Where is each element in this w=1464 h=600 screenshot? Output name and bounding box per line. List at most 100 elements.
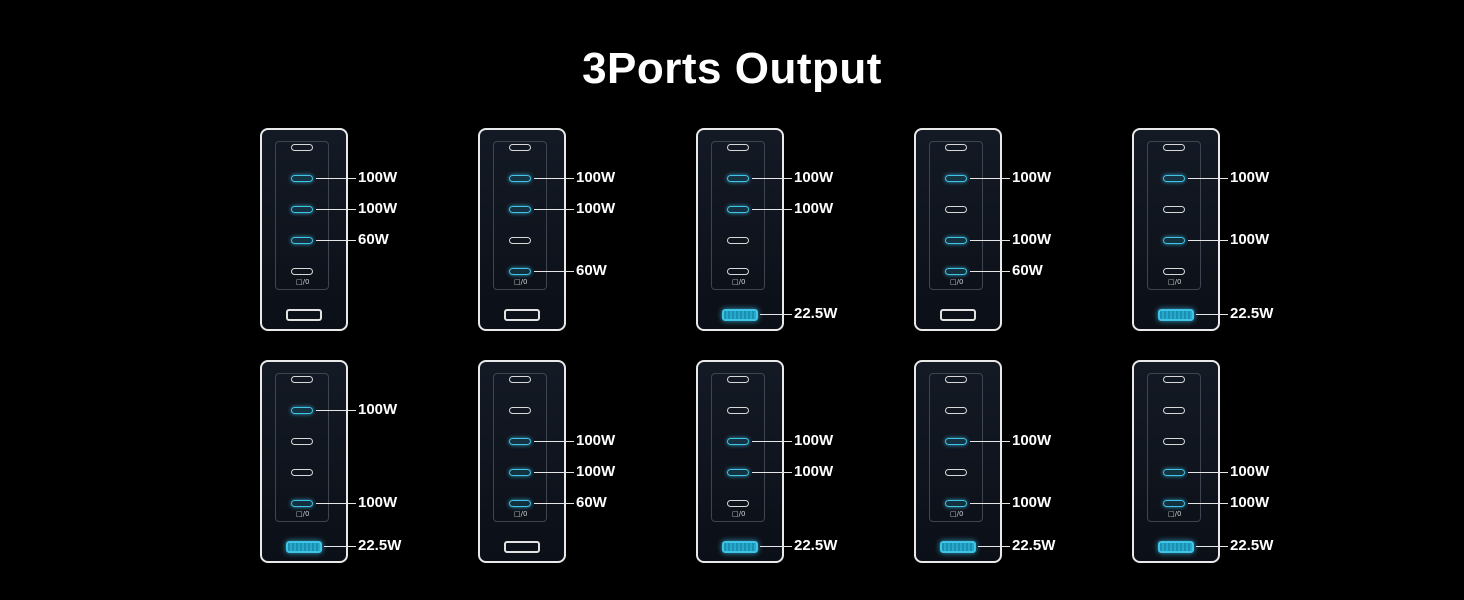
port-output-label: 100W [794,463,834,480]
usb-a-output-label: 22.5W [1012,537,1056,554]
callout-line [1188,240,1228,241]
usb-c-panel [275,373,329,522]
charger-body [260,128,348,331]
usb-c-port-icon [727,206,749,213]
callout-line [1196,546,1228,547]
usb-c-port-icon [291,268,313,275]
usb-c-panel [711,141,765,290]
usb-c-port-icon [509,175,531,182]
usb-a-port-icon [1158,309,1194,321]
port-marking: □/0 [950,278,964,286]
usb-c-port-icon [1163,438,1185,445]
port-output-label: 100W [358,169,398,186]
port-marking: □/0 [732,278,746,286]
charger-body [260,360,348,563]
callout-line [1188,472,1228,473]
usb-a-output-label: 22.5W [1230,537,1274,554]
usb-a-port-icon [940,309,976,321]
port-output-label: 100W [576,463,616,480]
page-title: 3Ports Output [582,44,882,93]
port-output-label: 100W [1012,169,1052,186]
usb-c-port-icon [945,469,967,476]
port-output-label: 100W [794,169,834,186]
callout-line [1196,314,1228,315]
usb-c-port-icon [509,407,531,414]
usb-c-port-icon [945,407,967,414]
usb-c-panel [1147,373,1201,522]
charger-body [1132,128,1220,331]
usb-a-output-label: 22.5W [1230,305,1274,322]
usb-c-port-icon [291,407,313,414]
usb-a-port-icon [722,541,758,553]
charger-body [478,128,566,331]
charger-body [1132,360,1220,563]
callout-line [760,546,792,547]
callout-line [752,209,792,210]
usb-a-port-icon [722,309,758,321]
callout-line [534,178,574,179]
usb-c-port-icon [945,268,967,275]
usb-c-panel [929,141,983,290]
charger-body [914,128,1002,331]
usb-c-port-icon [727,376,749,383]
usb-c-port-icon [945,144,967,151]
charger-body [478,360,566,563]
usb-c-port-icon [291,376,313,383]
usb-a-port-icon [504,309,540,321]
usb-c-port-icon [291,144,313,151]
usb-c-panel [1147,141,1201,290]
charger-body [696,128,784,331]
usb-c-port-icon [1163,376,1185,383]
usb-c-port-icon [945,206,967,213]
usb-c-port-icon [291,438,313,445]
port-output-label: 100W [576,432,616,449]
usb-a-output-label: 22.5W [794,537,838,554]
port-output-label: 100W [794,200,834,217]
port-output-label: 100W [358,494,398,511]
usb-a-port-icon [940,541,976,553]
charger-body [914,360,1002,563]
usb-c-port-icon [509,438,531,445]
usb-a-port-icon [1158,541,1194,553]
callout-line [970,503,1010,504]
port-marking: □/0 [514,278,528,286]
usb-c-port-icon [1163,407,1185,414]
port-output-label: 60W [576,494,607,511]
callout-line [752,472,792,473]
port-output-label: 100W [1012,432,1052,449]
usb-c-port-icon [509,500,531,507]
usb-c-port-icon [509,206,531,213]
usb-c-port-icon [1163,237,1185,244]
usb-c-port-icon [727,438,749,445]
usb-c-port-icon [945,438,967,445]
usb-c-port-icon [727,500,749,507]
usb-c-port-icon [291,500,313,507]
usb-c-panel [493,373,547,522]
usb-c-port-icon [291,206,313,213]
callout-line [970,441,1010,442]
port-output-label: 100W [1230,494,1270,511]
callout-line [534,271,574,272]
callout-line [970,271,1010,272]
callout-line [534,209,574,210]
port-marking: □/0 [950,510,964,518]
usb-c-port-icon [291,175,313,182]
usb-a-output-label: 22.5W [358,537,402,554]
callout-line [534,441,574,442]
usb-c-port-icon [509,237,531,244]
usb-a-port-icon [286,309,322,321]
usb-c-port-icon [291,237,313,244]
port-output-label: 60W [358,231,389,248]
usb-c-port-icon [945,376,967,383]
port-output-label: 100W [576,200,616,217]
usb-c-port-icon [727,268,749,275]
callout-line [978,546,1010,547]
